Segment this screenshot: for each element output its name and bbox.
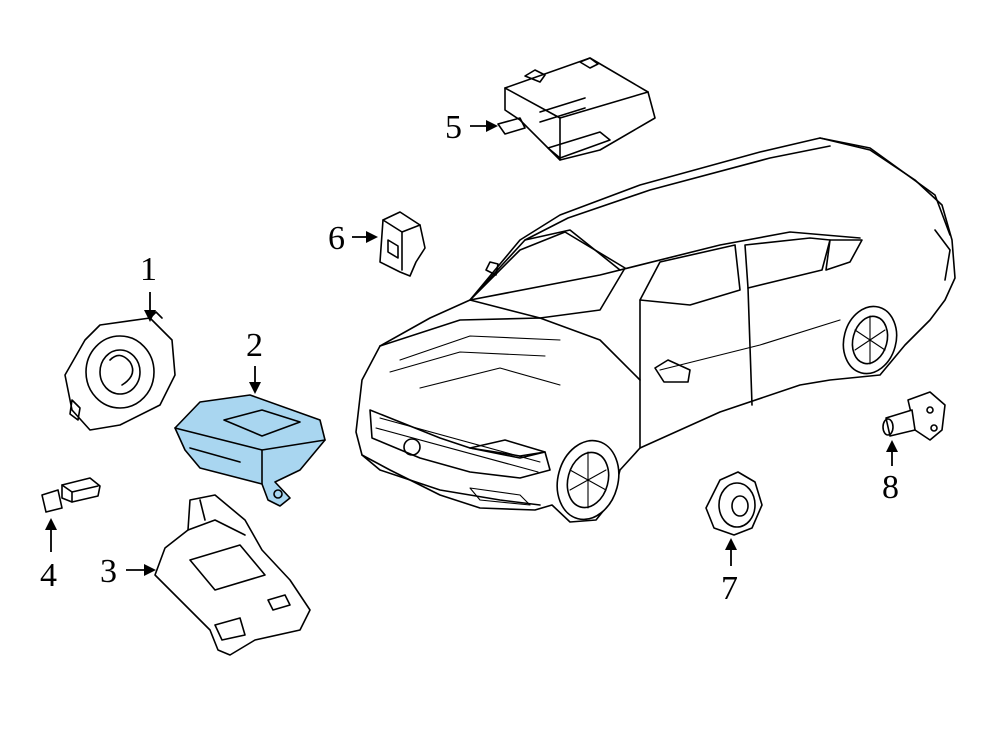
arrow-4-head — [45, 518, 57, 530]
arrow-2-head — [249, 382, 261, 394]
part-7-pressure-sensor — [705, 471, 763, 536]
callout-3: 3 — [100, 553, 117, 590]
leader-arrows — [45, 120, 898, 576]
arrow-6-head — [366, 231, 378, 243]
part-3-bracket — [154, 494, 311, 656]
arrow-1-head — [144, 310, 156, 322]
callout-7: 7 — [721, 570, 738, 607]
callout-labels: 1 2 3 4 5 6 7 8 — [40, 109, 899, 607]
part-2-control-module — [174, 394, 326, 507]
part-5-sensor-module — [497, 57, 656, 161]
arrow-7-head — [725, 538, 737, 550]
part-4-connector — [41, 477, 101, 513]
part-8-side-sensor — [882, 391, 946, 441]
arrow-3-head — [144, 564, 156, 576]
arrow-8-head — [886, 440, 898, 452]
vehicle-illustration — [355, 137, 956, 523]
callout-6: 6 — [328, 220, 345, 257]
part-1-clock-spring — [64, 311, 176, 431]
callout-2: 2 — [246, 327, 263, 364]
part-6-impact-sensor — [379, 211, 426, 277]
callout-8: 8 — [882, 469, 899, 506]
arrow-5-head — [486, 120, 498, 132]
callout-4: 4 — [40, 557, 57, 594]
callout-1: 1 — [140, 251, 157, 288]
callout-5: 5 — [445, 109, 462, 146]
